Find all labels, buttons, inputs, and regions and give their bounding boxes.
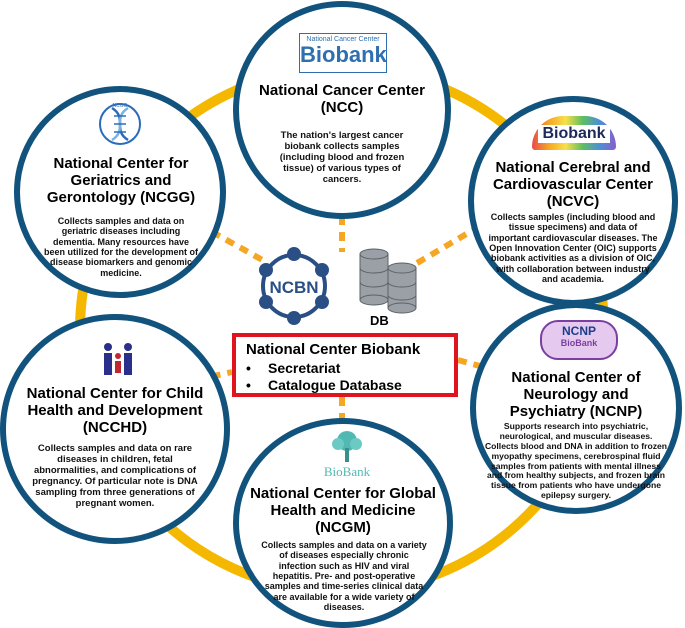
ncc-biobank-logo: National Cancer Center Biobank <box>299 33 387 73</box>
bullet: • <box>246 360 251 376</box>
ncc-title: National Cancer Center (NCC) <box>259 82 425 116</box>
ncvc-biobank-logo: Biobank <box>532 116 616 150</box>
ncc-circle: National Cancer Center Biobank National … <box>233 1 451 219</box>
ncgm-logo-text: BioBank <box>323 464 371 479</box>
hub-title: National Center Biobank <box>246 341 421 358</box>
ncgm-circle: BioBank National Center for Global Healt… <box>233 418 453 628</box>
ncc-logo-big-text: Biobank <box>300 42 387 67</box>
ncnp-logo-top: NCNP <box>561 324 596 338</box>
ncc-logo-small-text: National Cancer Center <box>306 36 380 43</box>
ncgg-dna-logo: NCGG <box>99 103 141 145</box>
database-icon <box>359 248 417 314</box>
hub-item-label: Catalogue Database <box>268 377 402 393</box>
ncgg-circle: NCGG National Center for Geriatrics and … <box>14 86 226 298</box>
ncvc-logo-text: Biobank <box>538 125 610 143</box>
link-ncgg <box>196 221 268 265</box>
ncchd-family-logo <box>104 343 132 375</box>
ncc-description: The nation's largest cancer biobank coll… <box>279 130 405 185</box>
ncgg-title: National Center for Geriatrics and Geron… <box>46 155 196 206</box>
ncchd-title: National Center for Child Health and Dev… <box>26 385 204 436</box>
ncnp-description: Supports research into psychiatric, neur… <box>484 421 668 501</box>
db-label: DB <box>370 313 389 328</box>
hub-item-label: Secretariat <box>268 360 341 376</box>
ncnp-logo-bottom: BioBank <box>560 338 598 348</box>
hub-list: • Secretariat • Catalogue Database <box>246 360 444 394</box>
hub-item-secretariat: • Secretariat <box>246 360 444 377</box>
ncbn-label: NCBN <box>269 278 318 297</box>
ncnp-circle: NCNP BioBank National Center of Neurolog… <box>470 302 682 514</box>
ncvc-title: National Cerebral and Cardiovascular Cen… <box>492 159 654 210</box>
ncgg-logo-text: NCGG <box>113 103 128 109</box>
national-center-biobank-box: National Center Biobank • Secretariat • Ca… <box>232 333 458 397</box>
hub-item-catalogue-database: • Catalogue Database <box>246 377 444 394</box>
link-ncvc <box>410 223 482 269</box>
ncbn-network-icon: NCBN <box>259 247 329 325</box>
ncvc-circle: Biobank National Cerebral and Cardiovasc… <box>468 96 678 306</box>
ncchd-description: Collects samples and data on rare diseas… <box>32 443 198 509</box>
bullet: • <box>246 377 251 393</box>
ncgm-title: National Center for Global Health and Me… <box>250 485 436 536</box>
ncgg-description: Collects samples and data on geriatric d… <box>43 216 198 278</box>
ncnp-biobank-logo: NCNP BioBank <box>540 320 618 360</box>
ncnp-title: National Center of Neurology and Psychia… <box>509 369 643 420</box>
ncgm-description: Collects samples and data on a variety o… <box>261 540 427 613</box>
ncgm-tree-logo <box>332 431 362 462</box>
ncchd-circle: National Center for Child Health and Dev… <box>0 314 230 544</box>
ncvc-description: Collects samples (including blood and ti… <box>488 212 658 285</box>
